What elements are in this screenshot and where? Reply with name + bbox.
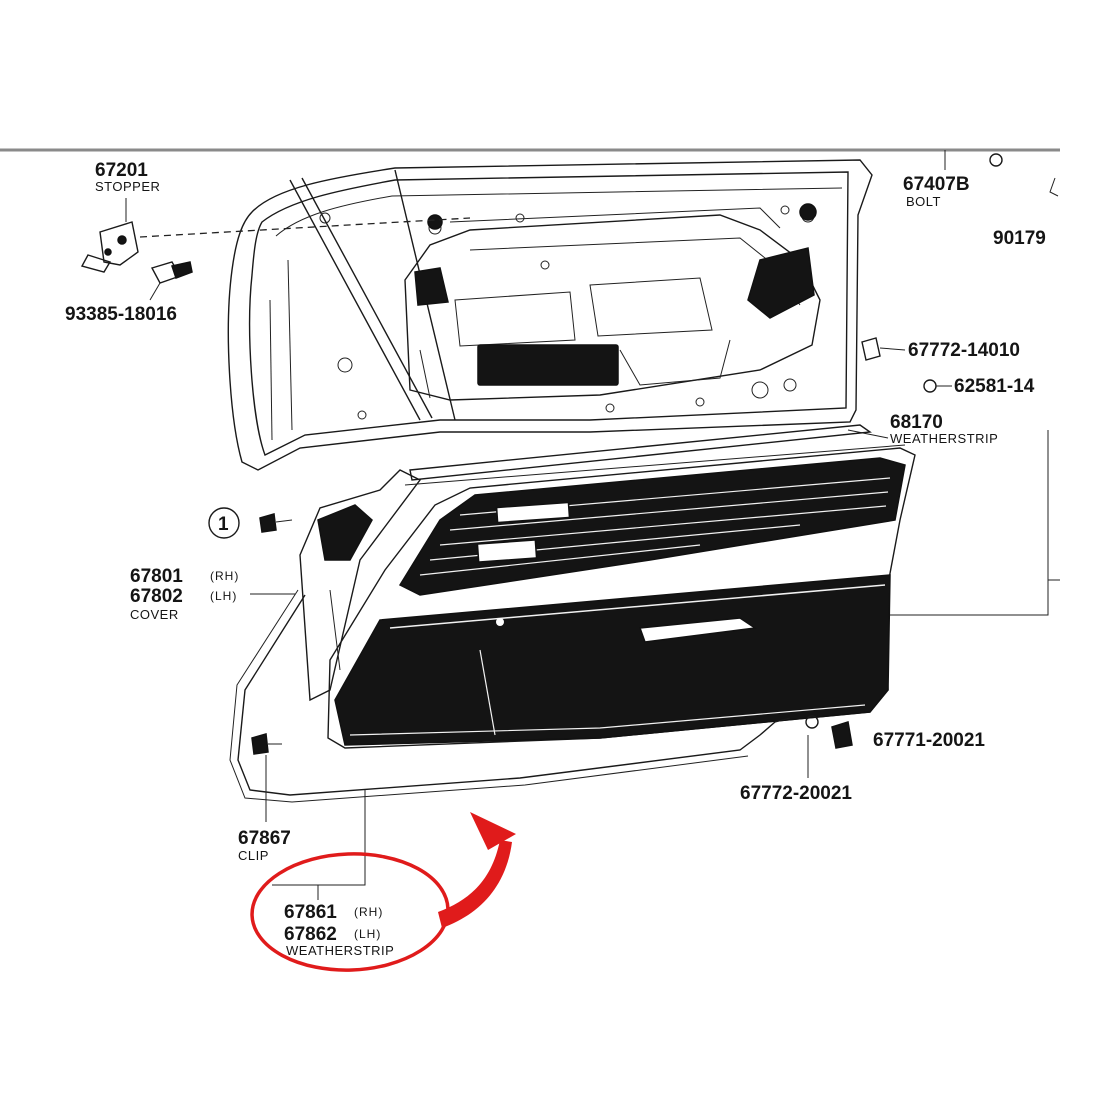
label-clip-20021-number: 67772-20021 [740, 783, 852, 804]
clip-14010-icon [861, 337, 906, 361]
screw-callout [149, 282, 161, 301]
door-inner-frame [227, 159, 873, 471]
part-67771-icon [805, 715, 853, 749]
label-bolt-number: 67407B [903, 174, 970, 195]
label-weatherstrip-lower-name: WEATHERSTRIP [286, 943, 394, 958]
label-screw-number: 93385-18016 [65, 304, 177, 325]
stopper-icon [80, 221, 139, 273]
label-weatherstrip-upper-number: 68170 [890, 412, 943, 433]
part-62581-icon [923, 379, 952, 393]
label-90179-number: 90179 [993, 228, 1046, 249]
label-weatherstrip-lower-number-rh: 67861 [284, 902, 337, 923]
weatherstrip-lower-callout [272, 790, 366, 900]
label-stopper-number: 67201 [95, 160, 148, 181]
label-bolt-name: BOLT [906, 194, 941, 209]
stopper-leader [139, 217, 471, 238]
label-weatherstrip-lower-number-lh: 67862 [284, 924, 337, 945]
label-weatherstrip-upper-name: WEATHERSTRIP [890, 431, 998, 446]
bolt-icon [989, 153, 1003, 167]
door-trim-panel [299, 424, 916, 749]
label-67771-number: 67771-20021 [873, 730, 985, 751]
weatherstrip-upper-bracket [847, 429, 1060, 616]
label-cover-side-rh: (RH) [210, 569, 239, 583]
weatherstrip-lower-loop [237, 594, 791, 796]
label-clip-67867-number: 67867 [238, 828, 291, 849]
label-62581-number: 62581-14 [954, 376, 1035, 397]
label-clip-14010-number: 67772-14010 [908, 340, 1020, 361]
label-weatherstrip-lower-side-lh: (LH) [354, 927, 381, 941]
label-clip-67867-name: CLIP [238, 848, 269, 863]
label-cover-name: COVER [130, 607, 179, 622]
highlight-arrow-icon [438, 812, 516, 928]
hook-icon [1049, 177, 1059, 197]
screw-icon [150, 261, 193, 284]
reference-screw-icon [259, 513, 293, 533]
reference-circle [208, 507, 240, 539]
clip-67867-icon [251, 733, 282, 755]
label-weatherstrip-lower-side-rh: (RH) [354, 905, 383, 919]
label-cover-number-rh: 67801 [130, 566, 183, 587]
label-stopper-name: STOPPER [95, 179, 160, 194]
label-cover-number-lh: 67802 [130, 586, 183, 607]
label-cover-side-lh: (LH) [210, 589, 237, 603]
label-reference-number: 1 [218, 514, 229, 535]
